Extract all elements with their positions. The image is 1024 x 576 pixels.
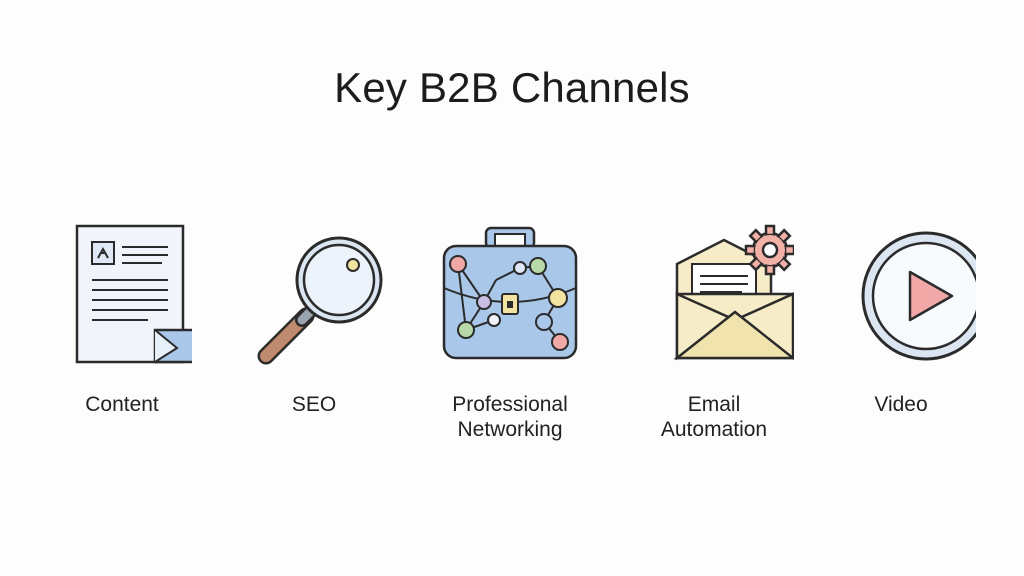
envelope-gear-icon (673, 224, 794, 361)
play-button-icon (861, 231, 976, 361)
diagram-title: Key B2B Channels (334, 64, 690, 111)
channel-email-automation: Email Automation (614, 220, 814, 441)
channel-seo: SEO (214, 220, 414, 416)
channel-label: Content (85, 393, 159, 416)
channel-label: Email Automation (660, 393, 768, 441)
document-icon (75, 224, 192, 364)
channel-label: SEO (291, 393, 337, 416)
channel-label: Video (874, 393, 928, 416)
briefcase-network-icon (442, 226, 578, 360)
magnifying-glass-icon (257, 236, 383, 365)
channel-content: Content (22, 220, 222, 416)
channel-label: Professional Networking (452, 393, 568, 441)
channel-professional-networking: Professional Networking (410, 220, 610, 441)
channel-video: Video (801, 220, 1001, 416)
